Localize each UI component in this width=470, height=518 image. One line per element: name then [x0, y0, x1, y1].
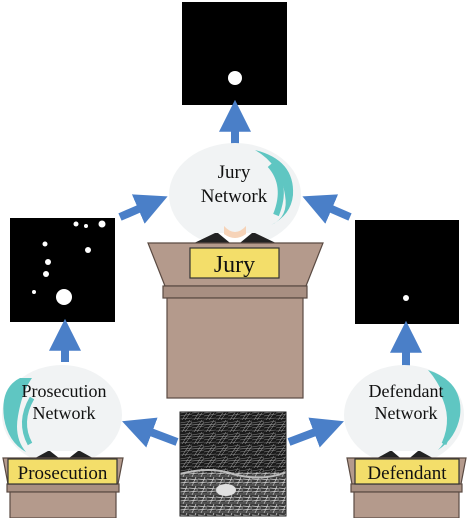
arrow-icon — [122, 417, 179, 448]
defendant-plaque-label: Defendant — [367, 463, 447, 484]
defendant-output-mask — [355, 220, 459, 324]
prosecution-output-mask — [10, 218, 115, 322]
input-image — [179, 411, 287, 517]
prosecution-network-label-line1: Prosecution — [22, 381, 107, 401]
defendant-network-label-line1: Defendant — [369, 381, 444, 401]
mask-blob — [45, 259, 51, 265]
mask-blob — [228, 71, 242, 85]
jury-judge-figure — [169, 143, 301, 247]
arrow-icon — [118, 194, 168, 224]
mask-blob — [56, 289, 72, 305]
jury-output-mask — [182, 2, 287, 105]
mask-blob — [84, 224, 88, 228]
hair-icon — [428, 370, 461, 450]
mask-blob — [85, 247, 91, 253]
prosecution-plaque-label: Prosecution — [18, 463, 108, 484]
jury-plaque-label: Jury — [214, 252, 255, 278]
mask-blob — [403, 295, 409, 301]
arrow-icon — [287, 417, 344, 448]
mask-blob — [73, 221, 79, 227]
hair-icon — [255, 150, 294, 225]
defendant-plaque: Defendant — [354, 458, 460, 485]
prosecution-plaque: Prosecution — [7, 458, 118, 485]
prosecution-network-label-line2: Network — [33, 403, 96, 423]
jury-network-label-line1: Jury — [218, 162, 251, 183]
arrow-icon — [302, 194, 352, 224]
jury-plaque: Jury — [189, 247, 280, 279]
mask-blob — [42, 241, 48, 247]
jury-network-label-line2: Network — [201, 186, 268, 207]
defendant-network-label-line2: Network — [375, 403, 438, 423]
mask-blob — [32, 290, 36, 294]
hair-icon — [3, 378, 32, 452]
mask-blob — [43, 271, 49, 277]
mask-blob — [98, 220, 106, 228]
